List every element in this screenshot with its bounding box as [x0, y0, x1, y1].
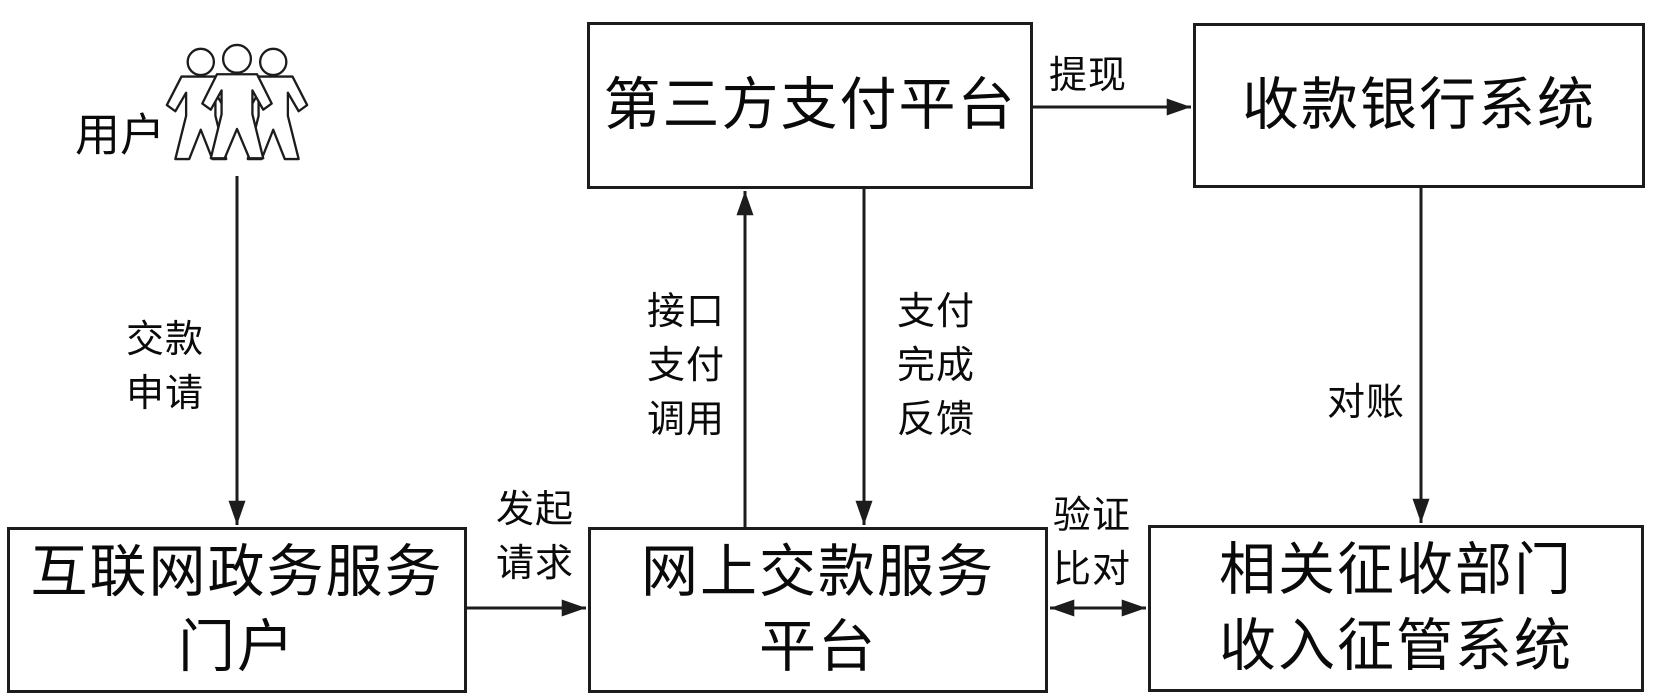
node-third-party-payment-platform: 第三方支付平台 [587, 22, 1033, 189]
edge-label-interface-call: 接口 支付 调用 [646, 291, 726, 441]
node-online-payment-service-platform: 网上交款服务 平台 [588, 527, 1048, 693]
user-label: 用户 [74, 109, 166, 161]
edge-label-payment-feedback: 支付 完成 反馈 [896, 291, 976, 441]
edge-label-withdraw: 提现 [1048, 55, 1128, 98]
node-receiving-bank-system: 收款银行系统 [1193, 23, 1645, 188]
node-internet-government-service-portal: 互联网政务服务 门户 [7, 527, 467, 693]
edge-label-verify-compare: 验证 比对 [1052, 495, 1132, 591]
edge-label-initiate-request: 发起 请求 [495, 489, 575, 585]
edge-label-payment-request: 交款 申请 [125, 319, 205, 415]
node-revenue-collection-system: 相关征收部门 收入征管系统 [1148, 525, 1644, 692]
users-icon [165, 43, 309, 161]
edge-label-reconciliation: 对账 [1326, 382, 1406, 425]
